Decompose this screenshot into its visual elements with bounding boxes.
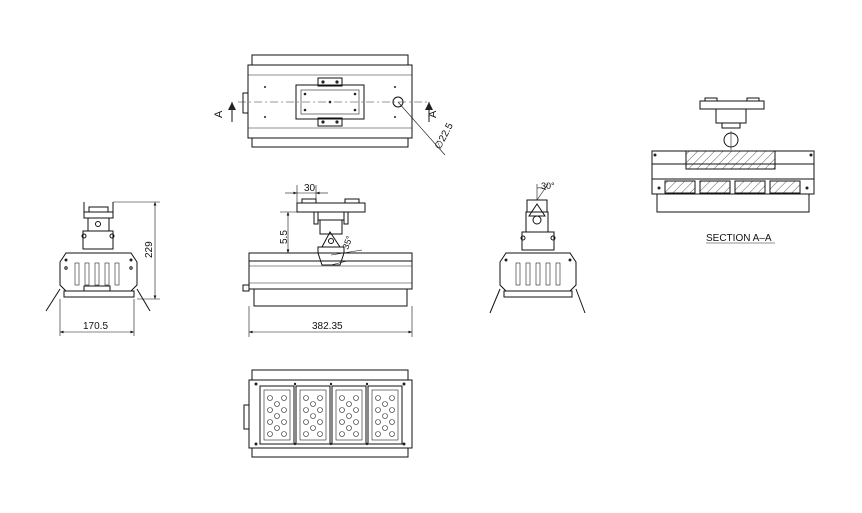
top-view: [228, 54, 446, 156]
front-width-dimension-label: 382.35: [312, 321, 343, 332]
side-tilt-angle-label: 30°: [541, 181, 555, 191]
section-marker-right: A: [427, 110, 439, 118]
led-module-3: [331, 385, 367, 445]
height-dimension-label: 229: [144, 241, 155, 258]
led-module-2: [295, 385, 331, 445]
side-width-dimension-label: 170.5: [83, 321, 108, 332]
led-module-4: [367, 385, 403, 445]
side-view-right: [489, 183, 586, 314]
bottom-view: [243, 369, 413, 458]
section-title: SECTION A–A: [706, 233, 772, 244]
front-view: [242, 185, 413, 337]
side-view-left: [45, 201, 160, 336]
bracket-width-dimension-label: 30: [304, 183, 316, 194]
bracket-offset-dimension-label: 5.5: [279, 230, 290, 244]
led-module-1: [259, 385, 295, 445]
section-marker-left: A: [213, 110, 225, 118]
section-view: [651, 97, 815, 244]
hole-diameter-label: ∅22.5: [433, 121, 456, 151]
front-tilt-angle-label: 35°: [340, 234, 354, 251]
